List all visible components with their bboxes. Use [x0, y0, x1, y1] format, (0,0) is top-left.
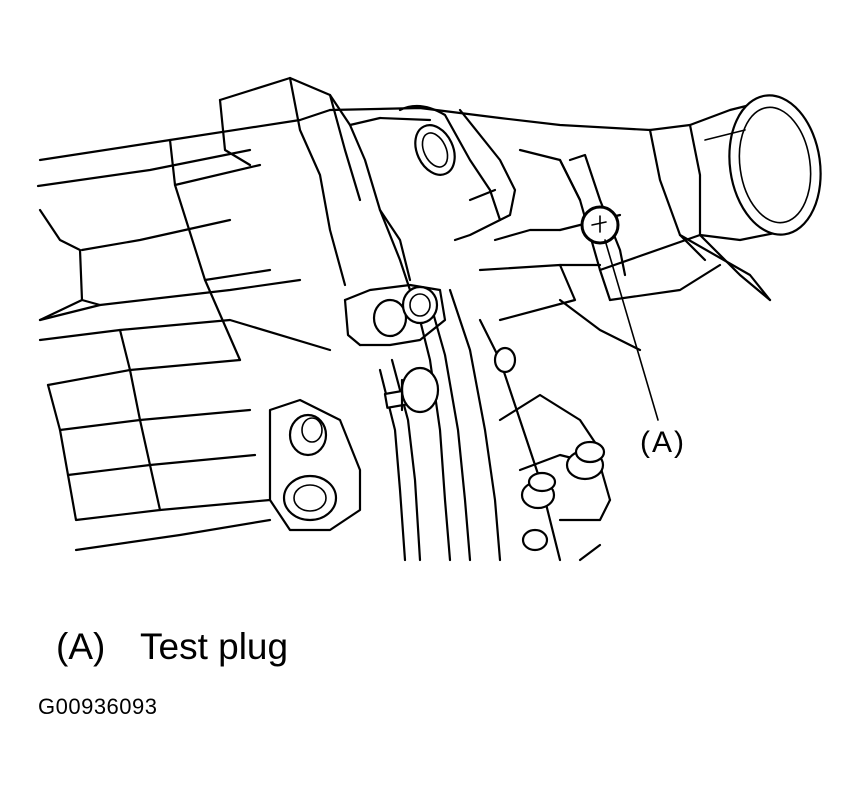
- callout-label-a: (A): [640, 426, 686, 459]
- legend-key: (A): [56, 626, 106, 667]
- case-bolt: [493, 346, 517, 374]
- transmission-case: [36, 108, 332, 552]
- shift-bracket: [343, 283, 447, 414]
- rear-extension: [478, 123, 772, 322]
- legend: (A) Test plug: [56, 626, 288, 668]
- housing-flange: [218, 76, 652, 322]
- callout-leader-line: [604, 239, 659, 421]
- lower-bracket: [478, 298, 642, 562]
- test-plug: [568, 153, 627, 277]
- transmission-diagram: (A): [36, 76, 822, 562]
- bracket-bolts: [520, 440, 606, 552]
- output-flange: [688, 94, 822, 242]
- mounting-boss: [268, 398, 362, 532]
- figure-id: G00936093: [38, 694, 158, 719]
- upper-mount: [398, 104, 517, 242]
- legend-text: Test plug: [140, 626, 289, 667]
